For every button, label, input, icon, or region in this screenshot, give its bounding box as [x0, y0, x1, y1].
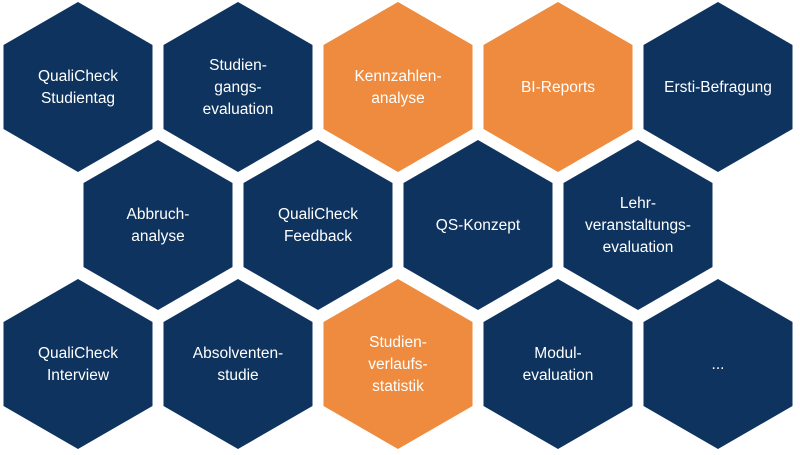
hexagon-label: Lehr- [620, 195, 656, 212]
hexagon-label: verlaufs- [368, 356, 427, 373]
hexagon-label: Kennzahlen- [354, 68, 441, 85]
hexagon-label: evaluation [523, 367, 594, 384]
hexagon-shape [243, 140, 393, 310]
hexagon-shape [643, 279, 793, 449]
hexagon-label: Interview [47, 367, 110, 384]
hexagon-0-1: Studien-gangs-evaluation [163, 2, 313, 172]
hexagon-label: Absolventen- [193, 345, 283, 362]
hexagon-shape [323, 2, 473, 172]
hexagon-0-3: BI-Reports [483, 2, 633, 172]
hexagon-shape [483, 2, 633, 172]
hexagon-0-4: Ersti-Befragung [643, 2, 793, 172]
hexagon-shape [163, 279, 313, 449]
hexagon-label: Ersti-Befragung [664, 79, 772, 96]
hexagon-label: analyse [371, 90, 424, 107]
hexagon-label: Feedback [284, 228, 352, 245]
hexagon-label: studie [217, 367, 258, 384]
hexagon-2-4: ... [643, 279, 793, 449]
hexagon-shape [3, 2, 153, 172]
hexagon-label: Studien- [369, 334, 427, 351]
hexagon-1-2: QS-Konzept [403, 140, 553, 310]
hexagon-1-0: Abbruch-analyse [83, 140, 233, 310]
hexagon-shape [483, 279, 633, 449]
hexagon-label: evaluation [603, 239, 674, 256]
hexagon-label: Modul- [534, 345, 581, 362]
hexagon-label: veranstaltungs- [585, 217, 691, 234]
hexagon-shape [323, 279, 473, 449]
hexagon-label: BI-Reports [521, 79, 595, 96]
hexagon-shape [563, 140, 713, 310]
hexagon-1-3: Lehr-veranstaltungs-evaluation [563, 140, 713, 310]
hexagon-label: ... [712, 356, 725, 373]
hexagon-label: gangs- [214, 79, 261, 96]
hexagon-shape [3, 279, 153, 449]
hexagon-label: statistik [372, 378, 424, 395]
hexagon-2-1: Absolventen-studie [163, 279, 313, 449]
hexagon-shape [643, 2, 793, 172]
hexagon-2-2: Studien-verlaufs-statistik [323, 279, 473, 449]
hexagon-label: Studien- [209, 57, 267, 74]
hexagon-shape [403, 140, 553, 310]
hexagon-label: QS-Konzept [436, 217, 521, 234]
hexagon-label: QualiCheck [38, 345, 118, 362]
hexagon-label: Studientag [41, 90, 115, 107]
hexagon-label: QualiCheck [38, 68, 118, 85]
hexagon-label: QualiCheck [278, 206, 358, 223]
hexagon-shape [83, 140, 233, 310]
hexagon-0-2: Kennzahlen-analyse [323, 2, 473, 172]
hexagon-label: analyse [131, 228, 184, 245]
hexagon-label: Abbruch- [127, 206, 190, 223]
hexagon-label: evaluation [203, 101, 274, 118]
hexagon-2-3: Modul-evaluation [483, 279, 633, 449]
hexagon-shape [163, 2, 313, 172]
